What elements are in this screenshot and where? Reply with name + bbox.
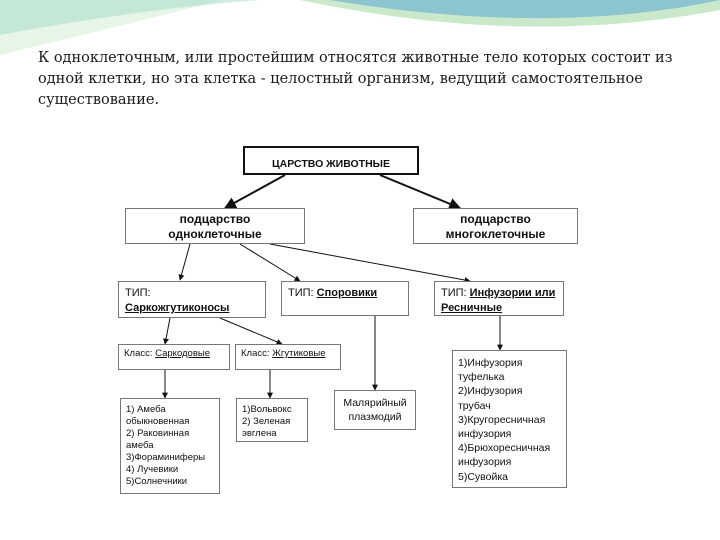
- list-sarcodine-item: обыкновенная: [126, 416, 190, 427]
- header-swoosh-decoration: [0, 0, 720, 55]
- type-ciliate-name2: Ресничные: [441, 302, 503, 314]
- subkingdom-multi-line2: многоклеточные: [445, 227, 546, 241]
- list-sporo-item: плазмодий: [348, 411, 402, 423]
- subkingdom-single-box: подцарство одноклеточные: [125, 208, 305, 244]
- class-flagellate-prefix: Класс:: [241, 348, 270, 359]
- type-sarco-prefix: ТИП:: [125, 287, 151, 299]
- list-ciliate-item: трубач: [458, 399, 491, 412]
- list-ciliate-item: инфузория: [458, 456, 512, 469]
- subkingdom-multi-line1: подцарство: [460, 212, 531, 226]
- list-flagellate-box: 1)Вольвокс 2) Зеленая эвглена: [236, 398, 308, 442]
- class-sarcodine-prefix: Класс:: [124, 348, 153, 359]
- class-sarcodine-name: Саркодовые: [155, 348, 210, 359]
- list-flagellate-item: 1)Вольвокс: [242, 404, 292, 415]
- subkingdom-multi-box: подцарство многоклеточные: [413, 208, 578, 244]
- list-flagellate-item: 2) Зеленая: [242, 416, 291, 427]
- list-sporo-box: Малярийный плазмодий: [334, 390, 416, 430]
- list-ciliate-item: 5)Сувойка: [458, 470, 508, 483]
- class-sarcodine-box: Класс: Саркодовые: [118, 344, 230, 370]
- arrow-single-to-sporo: [239, 243, 301, 282]
- type-sporo-name: Споровики: [316, 287, 378, 299]
- list-flagellate-item: эвглена: [242, 428, 277, 439]
- type-ciliate-prefix: ТИП:: [441, 287, 467, 299]
- type-sarco-box: ТИП: Саркожгутиконосы: [118, 281, 266, 318]
- type-ciliate-name1: Инфузории или: [469, 287, 556, 299]
- list-ciliate-item: 1)Инфузория: [458, 357, 523, 369]
- root-kingdom-box: ЦАРСТВО ЖИВОТНЫЕ: [243, 146, 419, 175]
- list-sarcodine-item: 1) Амеба: [126, 404, 166, 415]
- subkingdom-single-line1: подцарство: [179, 212, 251, 226]
- root-kingdom-label: ЦАРСТВО ЖИВОТНЫЕ: [272, 158, 390, 170]
- arrow-single-to-ciliate: [269, 243, 471, 283]
- intro-paragraph: К одноклеточным, или простейшим относятс…: [38, 50, 673, 108]
- list-sporo-item: Малярийный: [343, 397, 407, 409]
- type-sporo-prefix: ТИП:: [288, 287, 314, 299]
- arrow-single-to-sarco: [178, 243, 191, 281]
- arrow-root-to-single: [223, 174, 286, 209]
- list-ciliate-item: инфузория: [458, 428, 512, 441]
- list-ciliate-item: 2)Инфузория: [458, 385, 523, 398]
- list-sarcodine-item: амеба: [126, 440, 154, 451]
- subkingdom-single-line2: одноклеточные: [168, 227, 262, 241]
- class-flagellate-box: Класс: Жгутиковые: [235, 344, 341, 370]
- list-sarcodine-item: 4) Лучевики: [126, 464, 179, 475]
- list-ciliate-box: 1)Инфузория туфелька 2)Инфузория трубач …: [452, 350, 567, 488]
- list-sarcodine-item: 3)Фораминиферы: [126, 452, 206, 463]
- list-sarcodine-item: 5)Солнечники: [126, 476, 188, 487]
- list-ciliate-item: 4)Брюхоресничная: [458, 442, 551, 455]
- type-ciliate-box: ТИП: Инфузории или Ресничные: [434, 281, 564, 316]
- list-ciliate-item: туфелька: [458, 371, 505, 384]
- type-sporo-box: ТИП: Споровики: [281, 281, 409, 316]
- type-sarco-name: Саркожгутиконосы: [125, 302, 230, 314]
- list-ciliate-item: 3)Кругоресничная: [458, 413, 546, 426]
- list-sarcodine-item: 2) Раковинная: [126, 428, 190, 439]
- arrow-sarco-to-flagellate: [219, 317, 283, 345]
- arrow-root-to-multi: [379, 174, 462, 210]
- class-flagellate-name: Жгутиковые: [272, 348, 326, 359]
- arrow-sarco-to-sarcodine: [163, 317, 171, 345]
- list-sarcodine-box: 1) Амеба обыкновенная 2) Раковинная амеб…: [120, 398, 220, 494]
